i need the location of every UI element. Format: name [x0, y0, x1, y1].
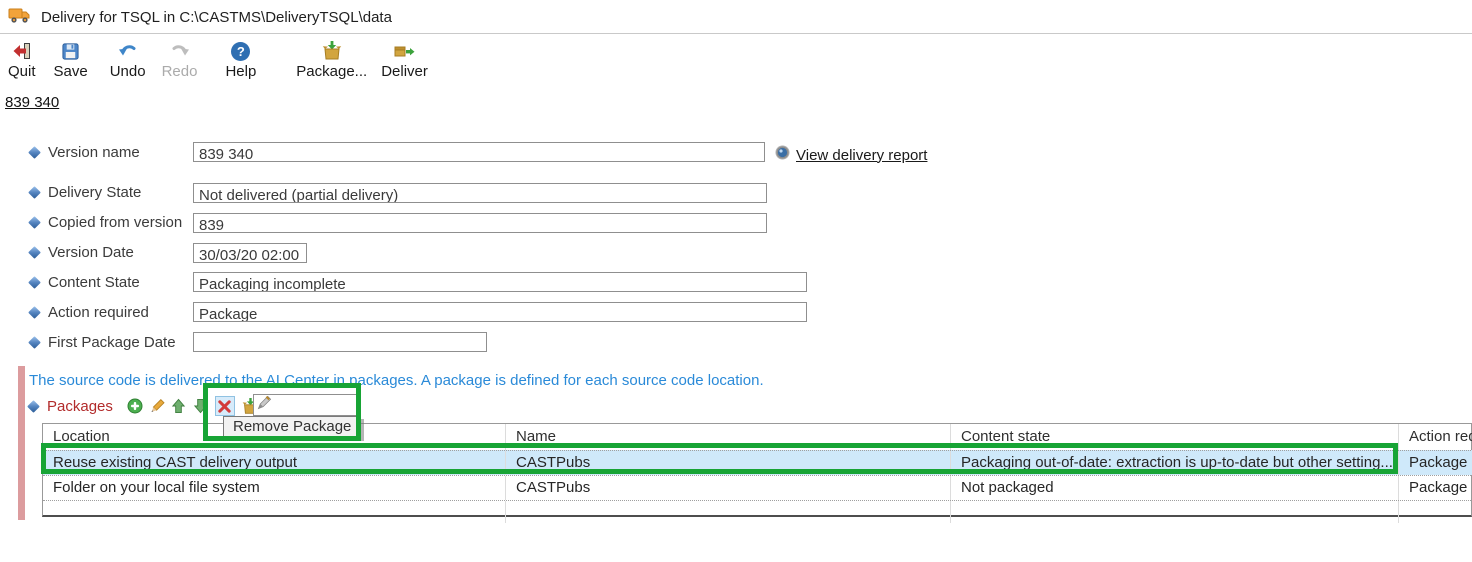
package-filter-box	[253, 394, 357, 416]
rename-icon	[257, 395, 272, 415]
redo-label: Redo	[161, 63, 198, 80]
edit-package-icon[interactable]	[147, 396, 167, 416]
undo-label: Undo	[109, 63, 146, 80]
field-label: Action required	[48, 304, 149, 321]
version-name-input[interactable]	[193, 142, 765, 162]
version-tab-link[interactable]: 839 340	[5, 94, 60, 111]
diamond-icon	[27, 399, 40, 413]
remove-package-icon[interactable]	[214, 396, 235, 416]
field-row-delivery-state: Delivery State	[28, 184, 142, 201]
diamond-icon	[28, 246, 41, 259]
field-row-version-name: Version name	[28, 144, 140, 161]
field-label: Delivery State	[48, 184, 142, 201]
move-up-icon[interactable]	[169, 396, 189, 416]
undo-button[interactable]: Undo	[104, 39, 152, 82]
save-label: Save	[53, 63, 88, 80]
quit-label: Quit	[8, 63, 36, 80]
titlebar: Delivery for TSQL in C:\CASTMS\DeliveryT…	[8, 5, 392, 30]
field-row-content-state: Content State	[28, 274, 140, 291]
view-report-row: View delivery report	[775, 145, 927, 165]
cell-action-required: Package	[1409, 479, 1468, 496]
field-label: Version name	[48, 144, 140, 161]
help-icon: ?	[231, 41, 251, 61]
table-empty-row	[43, 500, 1472, 523]
cell-name: CASTPubs	[506, 451, 951, 475]
content-state-input[interactable]	[193, 272, 807, 292]
help-label: Help	[225, 63, 257, 80]
column-header-name[interactable]: Name	[506, 424, 951, 450]
diamond-icon	[28, 276, 41, 289]
remove-package-tooltip: Remove Package	[223, 416, 362, 438]
version-date-input[interactable]	[193, 243, 307, 263]
action-required-input[interactable]	[193, 302, 807, 322]
view-delivery-report-link[interactable]: View delivery report	[796, 146, 928, 164]
field-row-first-package-date: First Package Date	[28, 334, 176, 351]
package-label: Package...	[296, 63, 368, 80]
cell-location: Reuse existing CAST delivery output	[43, 451, 506, 475]
diamond-icon	[28, 146, 41, 159]
diamond-icon	[28, 306, 41, 319]
attention-bar	[18, 366, 25, 520]
cell-name: CASTPubs	[506, 476, 951, 500]
redo-icon	[170, 41, 190, 61]
delivery-truck-icon	[8, 5, 32, 30]
column-header-content-state[interactable]: Content state	[951, 424, 1399, 450]
deliver-button[interactable]: Deliver	[375, 39, 434, 82]
save-icon	[61, 41, 80, 61]
cell-content-state: Packaging out-of-date: extraction is up-…	[951, 451, 1399, 475]
redo-button: Redo	[156, 39, 204, 82]
packages-label: Packages	[47, 397, 113, 415]
cell-action-required: Package	[1409, 454, 1468, 471]
quit-button[interactable]: Quit	[2, 39, 42, 82]
diamond-icon	[28, 336, 41, 349]
table-row[interactable]: Folder on your local file system CASTPub…	[43, 475, 1472, 500]
package-button[interactable]: Package...	[290, 39, 373, 82]
diamond-icon	[28, 216, 41, 229]
package-icon	[322, 41, 342, 61]
main-toolbar: Quit Save Undo	[2, 39, 434, 82]
field-label: Version Date	[48, 244, 134, 261]
copied-from-version-input[interactable]	[193, 213, 767, 233]
view-report-icon	[775, 145, 790, 165]
packages-header: Packages	[27, 396, 263, 416]
table-header-row: Location Name Content state Action requi…	[43, 424, 1472, 450]
deliver-label: Deliver	[381, 63, 428, 80]
quit-icon	[12, 41, 32, 61]
field-label: Content State	[48, 274, 140, 291]
first-package-date-input[interactable]	[193, 332, 487, 352]
save-button[interactable]: Save	[48, 39, 94, 82]
field-label: Copied from version	[48, 214, 183, 231]
field-label: First Package Date	[48, 334, 176, 351]
field-row-action-required: Action required	[28, 304, 149, 321]
column-header-action-required[interactable]: Action required	[1409, 428, 1472, 445]
column-header-location[interactable]: Location	[43, 424, 506, 450]
delivery-state-input[interactable]	[193, 183, 767, 203]
cell-content-state: Not packaged	[951, 476, 1399, 500]
diamond-icon	[28, 186, 41, 199]
undo-icon	[118, 41, 138, 61]
cell-location: Folder on your local file system	[43, 476, 506, 500]
window-title: Delivery for TSQL in C:\CASTMS\DeliveryT…	[41, 9, 392, 26]
help-button[interactable]: ? Help	[219, 39, 262, 82]
deliver-icon	[394, 41, 415, 61]
table-row[interactable]: Reuse existing CAST delivery output CAST…	[43, 450, 1472, 475]
packages-info-text: The source code is delivered to the AI C…	[29, 372, 764, 389]
move-down-icon[interactable]	[191, 396, 211, 416]
title-separator	[0, 33, 1472, 34]
package-filter-input[interactable]	[272, 396, 352, 414]
field-row-version-date: Version Date	[28, 244, 134, 261]
field-row-copied-from: Copied from version	[28, 214, 183, 231]
add-package-icon[interactable]	[125, 396, 145, 416]
